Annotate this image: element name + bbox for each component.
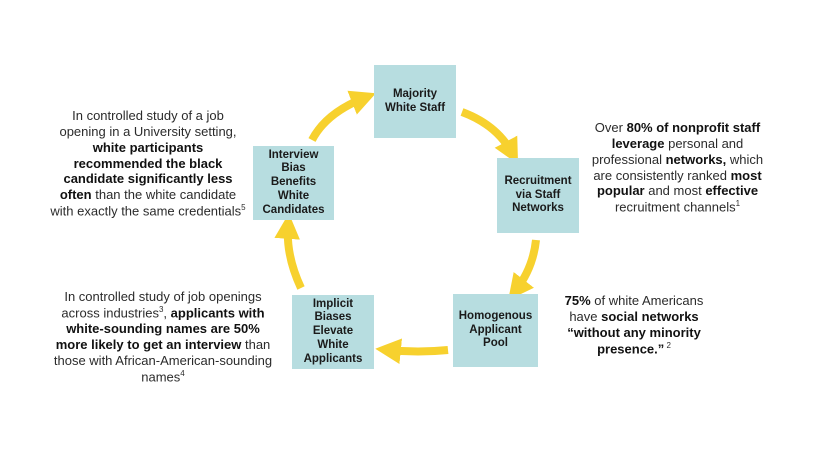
social-note-bold-1: 75% <box>564 293 591 308</box>
networks-note-text-4: and most <box>644 183 706 199</box>
majority-white-staff-label: Majority White Staff <box>384 87 446 114</box>
social-note-bold-2: social networks “without any minority pr… <box>567 308 701 356</box>
majority-white-staff-box: Majority White Staff <box>374 65 456 138</box>
university-study-note: In controlled study of a job opening in … <box>50 108 246 219</box>
university-note-text-2: than the white candidate with exactly th… <box>50 187 242 219</box>
names-note-text-1: In controlled study of job openings acro… <box>61 289 262 321</box>
university-note-footnote: 5 <box>241 203 246 213</box>
names-note-footnote-1: 3 <box>158 304 164 314</box>
names-note-text-3: than those with African-American-soundin… <box>53 336 273 384</box>
networks-note-text-2: personal and professional <box>591 135 744 167</box>
implicit-biases-label: Implicit Biases Elevate White Applicants <box>303 297 363 365</box>
names-note-bold: applicants with white-sounding names are… <box>55 305 265 352</box>
names-note-text-2: , <box>163 305 171 321</box>
networks-note-bold-1: 80% of nonprofit staff leverage <box>611 120 761 151</box>
recruitment-label: Recruitment via Staff Networks <box>504 174 572 215</box>
arrow-staff-to-recruitment <box>460 108 519 165</box>
networks-note-bold-2: networks, <box>665 151 727 167</box>
recruitment-via-staff-networks-box: Recruitment via Staff Networks <box>497 158 579 233</box>
networks-note: Over 80% of nonprofit staff leverage per… <box>590 120 765 215</box>
networks-note-text-5: recruitment channels <box>614 199 736 215</box>
university-note-text-1: In controlled study of a job opening in … <box>59 108 237 139</box>
social-networks-note: 75% of white Americans have social netwo… <box>553 293 715 357</box>
university-note-bold: white participants recommended the black… <box>59 139 233 203</box>
networks-note-footnote: 1 <box>735 199 741 209</box>
implicit-biases-box: Implicit Biases Elevate White Applicants <box>292 295 374 369</box>
social-note-footnote: 2 <box>664 340 671 350</box>
social-note-text-1: of white Americans have <box>569 293 704 324</box>
homogenous-applicant-pool-box: Homogenous Applicant Pool <box>453 294 538 367</box>
networks-note-bold-3: most popular <box>596 167 762 199</box>
names-note-footnote-2: 4 <box>180 368 185 378</box>
arrow-pool-to-implicit <box>375 338 449 365</box>
arrow-recruitment-to-pool <box>508 239 540 301</box>
interview-bias-label: Interview Bias Benefits White Candidates <box>262 148 325 216</box>
networks-note-text-1: Over <box>594 120 627 135</box>
networks-note-bold-4: effective <box>705 183 759 199</box>
arrow-interview-to-staff <box>308 90 376 142</box>
homogenous-pool-label: Homogenous Applicant Pool <box>458 309 533 350</box>
names-study-note: In controlled study of job openings acro… <box>52 289 274 385</box>
interview-bias-box: Interview Bias Benefits White Candidates <box>253 146 334 220</box>
arrow-implicit-to-interview <box>274 213 305 290</box>
networks-note-text-3: which are consistently ranked <box>593 151 764 183</box>
